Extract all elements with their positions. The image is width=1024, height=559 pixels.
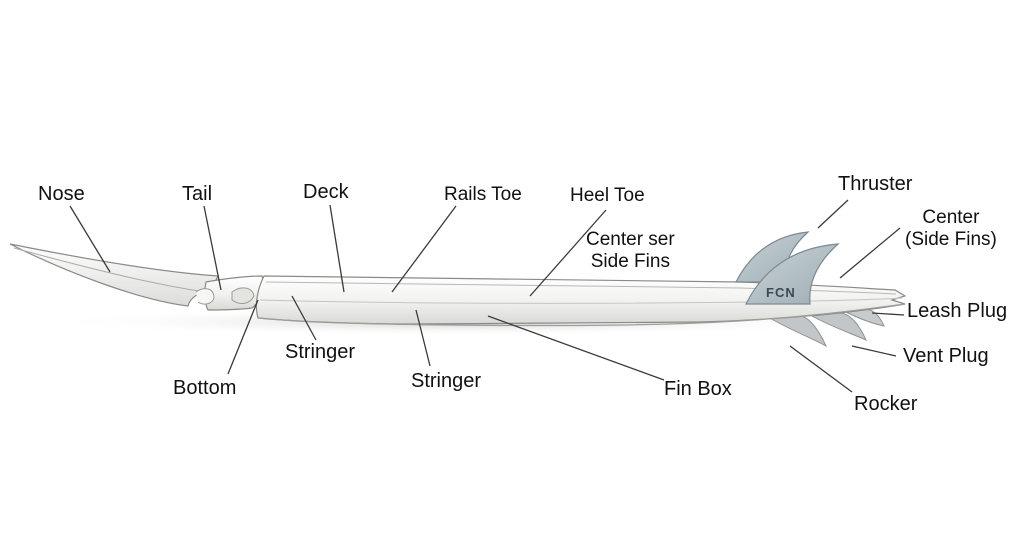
label-nose: Nose — [38, 183, 85, 205]
label-stringer-mid: Stringer — [411, 370, 482, 392]
leader-tail — [203, 205, 222, 291]
label-center-side-line1: Center — [922, 207, 980, 228]
label-leash-plug: Leash Plug — [907, 300, 1008, 322]
leader-bottom — [227, 299, 259, 375]
board-underside — [257, 303, 906, 327]
leader-rocker — [789, 345, 853, 393]
label-center-ser-line2: Side Fins — [590, 251, 670, 272]
leader-stringer-mid — [415, 309, 431, 367]
tail-cut-face — [231, 287, 255, 304]
label-tail: Tail — [182, 183, 213, 205]
label-rocker: Rocker — [854, 393, 918, 415]
bottom-rail-line — [259, 297, 903, 304]
label-bottom: Bottom — [173, 377, 237, 399]
leader-leash-plug — [871, 312, 905, 316]
leader-vent-plug — [851, 345, 897, 357]
leader-stringer-left — [291, 295, 317, 341]
leader-heel-toe — [529, 209, 607, 297]
label-center-side-line2: (Side Fins) — [905, 229, 997, 250]
label-thruster: Thruster — [838, 173, 913, 195]
nose-rail-line — [13, 247, 207, 293]
leader-rails-toe — [391, 205, 457, 293]
label-rails-toe: Rails Toe — [444, 184, 522, 205]
thruster-fin-front — [745, 243, 840, 305]
board-nose — [9, 243, 219, 307]
label-heel-toe: Heel Toe — [570, 185, 645, 206]
deck-rail-line — [265, 281, 897, 295]
leader-center-side — [839, 227, 901, 279]
leader-fin-box — [487, 315, 665, 381]
tail-notch — [195, 288, 215, 305]
label-center-side-fins: Center (Side Fins) — [905, 207, 997, 251]
label-center-ser: Center ser Side Fins — [586, 229, 675, 273]
label-stringer-left: Stringer — [285, 341, 356, 363]
label-vent-plug: Vent Plug — [903, 345, 989, 367]
leader-deck — [329, 204, 345, 293]
fin-logo: FCN — [766, 285, 796, 300]
label-center-ser-line1: Center ser — [586, 229, 675, 250]
label-fin-box: Fin Box — [664, 378, 732, 400]
label-deck: Deck — [303, 181, 349, 203]
leader-nose — [69, 205, 111, 273]
bottom-fin-middle — [810, 312, 867, 341]
leader-thruster — [817, 199, 849, 229]
